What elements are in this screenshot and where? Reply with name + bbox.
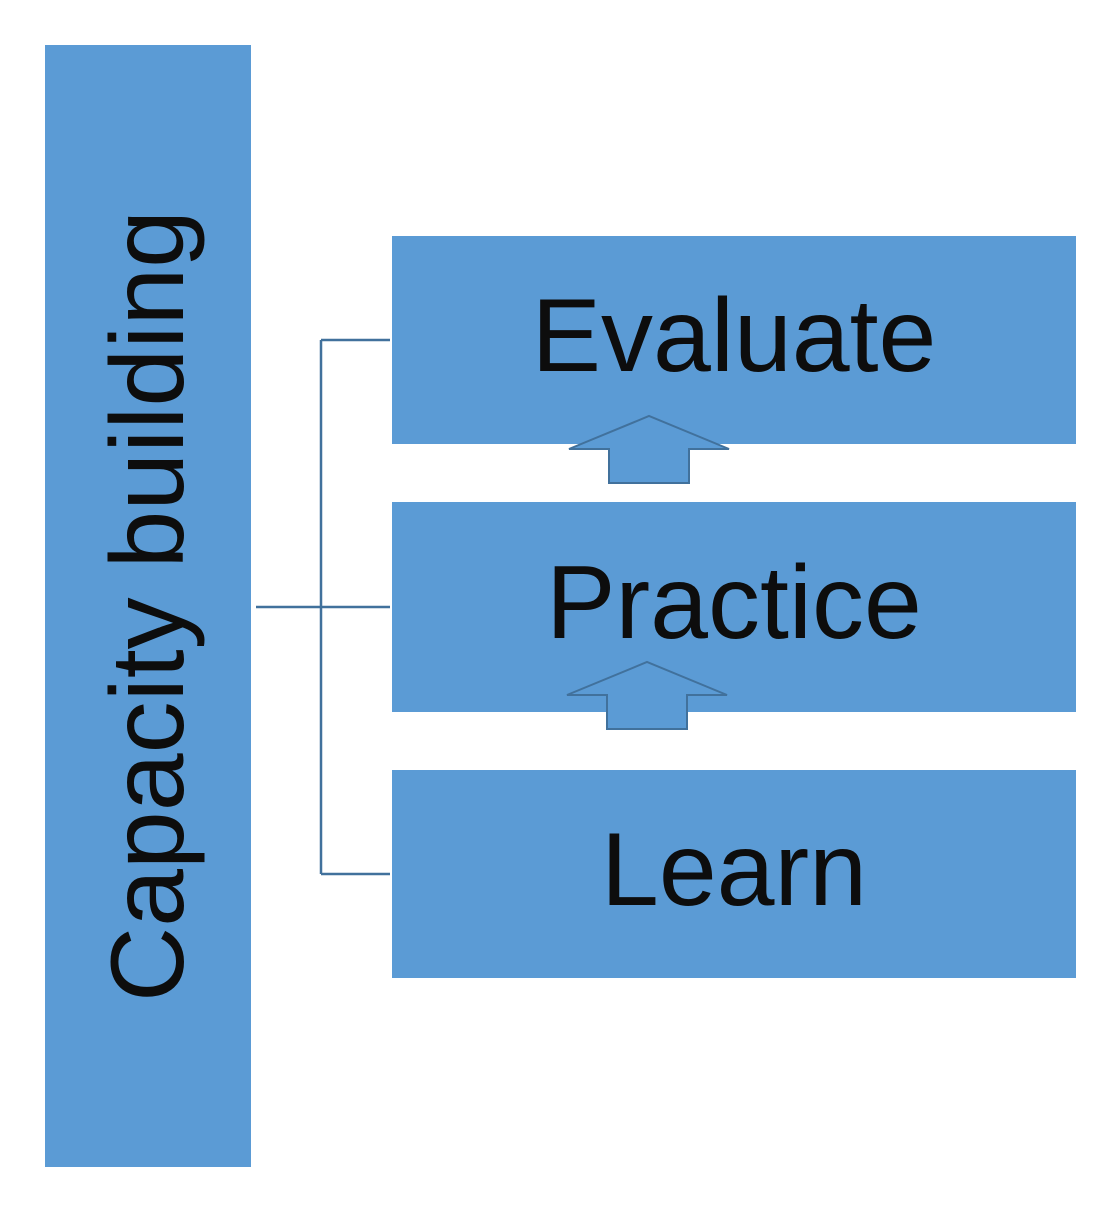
bracket-connector [256,338,390,876]
step-box-evaluate: Evaluate [392,236,1076,444]
step-label-evaluate: Evaluate [531,278,937,394]
capacity-building-label: Capacity building [90,209,206,1003]
capacity-building-bar: Capacity building [45,45,251,1167]
step-label-learn: Learn [601,812,867,928]
step-box-practice: Practice [392,502,1076,712]
step-box-learn: Learn [392,770,1076,978]
step-label-practice: Practice [546,545,922,661]
